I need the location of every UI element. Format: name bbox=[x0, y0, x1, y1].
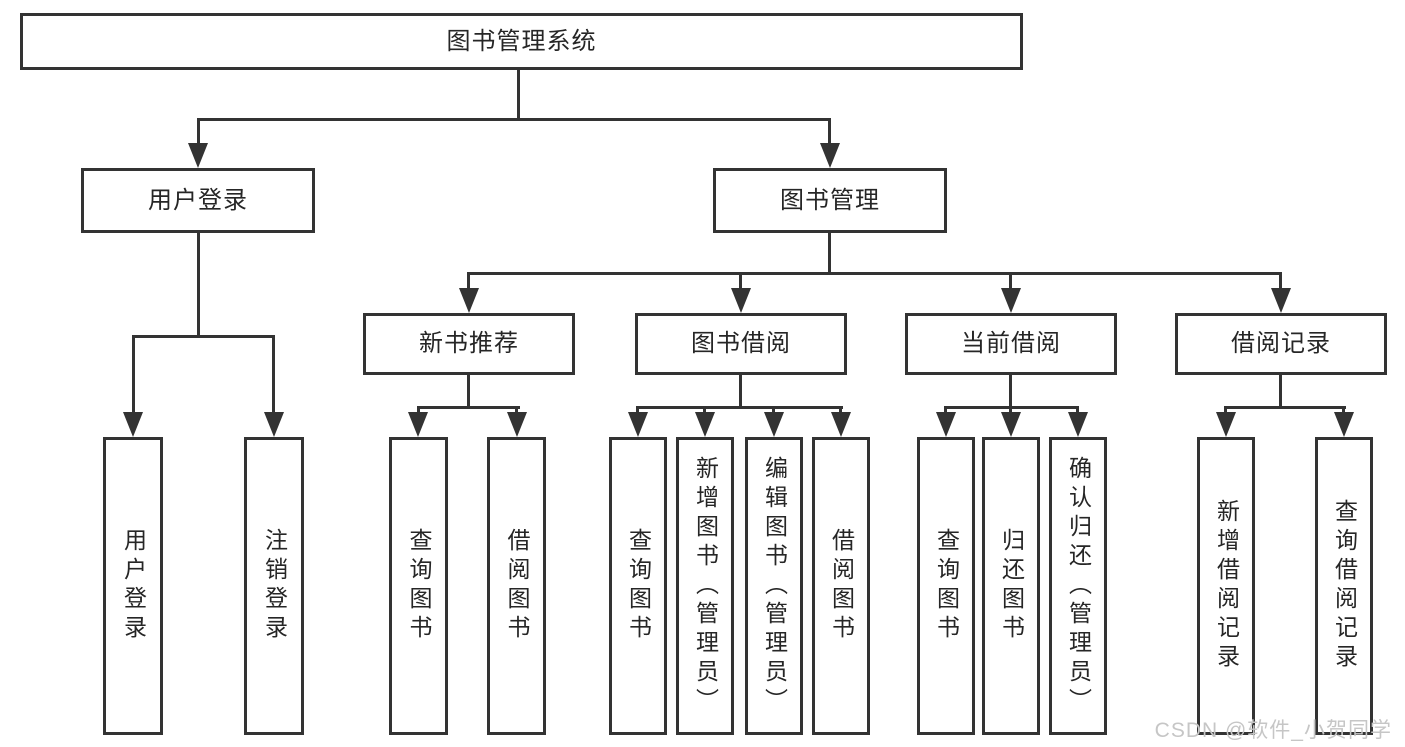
node-leaf-edit-book-admin: 编辑图书（管理员） bbox=[745, 437, 803, 735]
connector-drop-book-borrow bbox=[739, 272, 742, 290]
connector-book-borrow-stem2 bbox=[739, 375, 742, 408]
node-leaf-query-books-current: 查询图书 bbox=[917, 437, 975, 735]
arrow-down-icon bbox=[1001, 288, 1021, 313]
arrow-down-icon bbox=[507, 412, 527, 437]
node-book-management: 图书管理 bbox=[713, 168, 947, 233]
connector-drop bbox=[1342, 406, 1345, 416]
arrow-down-icon bbox=[1271, 288, 1291, 313]
node-current-borrow: 当前借阅 bbox=[905, 313, 1117, 375]
leaf-label: 注销登录 bbox=[261, 528, 288, 644]
leaf-label: 用户登录 bbox=[120, 528, 147, 644]
connector-drop bbox=[1224, 406, 1227, 416]
connector-drop bbox=[944, 406, 947, 416]
arrow-down-icon bbox=[1334, 412, 1354, 437]
arrow-down-icon bbox=[123, 412, 143, 437]
leaf-label: 查询借阅记录 bbox=[1331, 499, 1358, 673]
arrow-down-icon bbox=[764, 412, 784, 437]
arrow-down-icon bbox=[408, 412, 428, 437]
connector-drop-user-login bbox=[197, 118, 200, 146]
connector-recommend-hline bbox=[417, 406, 520, 409]
node-leaf-borrow-books: 借阅图书 bbox=[812, 437, 870, 735]
leaf-label: 确认归还（管理员） bbox=[1065, 455, 1092, 717]
node-current-borrow-label: 当前借阅 bbox=[961, 330, 1061, 357]
connector-book-management-hline bbox=[468, 272, 1282, 275]
leaf-label: 新增图书（管理员） bbox=[692, 455, 719, 717]
node-new-book-recommend-label: 新书推荐 bbox=[419, 330, 519, 357]
connector-drop bbox=[1009, 406, 1012, 416]
node-book-borrow-label: 图书借阅 bbox=[691, 330, 791, 357]
arrow-down-icon bbox=[731, 288, 751, 313]
connector-drop-current-borrow bbox=[1009, 272, 1012, 290]
arrow-down-icon bbox=[459, 288, 479, 313]
node-book-management-label: 图书管理 bbox=[780, 186, 880, 214]
connector-user-login-hline bbox=[132, 335, 275, 338]
node-leaf-query-books-borrow: 查询图书 bbox=[609, 437, 667, 735]
leaf-label: 新增借阅记录 bbox=[1213, 499, 1240, 673]
arrow-down-icon bbox=[936, 412, 956, 437]
arrow-down-icon bbox=[188, 143, 208, 168]
connector-root-hline bbox=[197, 118, 831, 121]
arrow-down-icon bbox=[1068, 412, 1088, 437]
connector-root-stem bbox=[517, 70, 520, 118]
leaf-label: 查询图书 bbox=[406, 528, 432, 644]
node-leaf-user-login: 用户登录 bbox=[103, 437, 163, 735]
connector-book-borrow-hline bbox=[636, 406, 843, 409]
arrow-down-icon bbox=[831, 412, 851, 437]
node-root-label: 图书管理系统 bbox=[446, 27, 597, 55]
node-book-borrow: 图书借阅 bbox=[635, 313, 847, 375]
leaf-label: 查询图书 bbox=[933, 528, 960, 644]
node-leaf-borrow-books-recommend: 借阅图书 bbox=[487, 437, 546, 735]
leaf-label: 借阅图书 bbox=[504, 528, 530, 644]
node-root: 图书管理系统 bbox=[20, 13, 1023, 70]
connector-recommend-stem bbox=[467, 375, 470, 408]
leaf-label: 借阅图书 bbox=[828, 528, 855, 644]
connector-drop bbox=[417, 406, 420, 416]
node-borrow-records: 借阅记录 bbox=[1175, 313, 1387, 375]
node-leaf-confirm-return-admin: 确认归还（管理员） bbox=[1049, 437, 1107, 735]
arrow-down-icon bbox=[264, 412, 284, 437]
node-leaf-add-book-admin: 新增图书（管理员） bbox=[676, 437, 734, 735]
connector-drop bbox=[839, 406, 842, 416]
connector-user-login-stem bbox=[197, 233, 200, 337]
leaf-label: 归还图书 bbox=[998, 528, 1025, 644]
arrow-down-icon bbox=[1001, 412, 1021, 437]
connector-borrow-records-stem2 bbox=[1279, 375, 1282, 408]
node-user-login: 用户登录 bbox=[81, 168, 315, 233]
connector-drop-new-book bbox=[467, 272, 470, 290]
node-leaf-query-borrow-record: 查询借阅记录 bbox=[1315, 437, 1373, 735]
node-borrow-records-label: 借阅记录 bbox=[1231, 330, 1331, 357]
connector-drop-book-management bbox=[828, 118, 831, 146]
arrow-down-icon bbox=[628, 412, 648, 437]
connector-drop bbox=[703, 406, 706, 416]
leaf-label: 编辑图书（管理员） bbox=[761, 455, 788, 717]
connector-drop bbox=[636, 406, 639, 416]
node-new-book-recommend: 新书推荐 bbox=[363, 313, 575, 375]
connector-drop-logout-leaf bbox=[272, 335, 275, 415]
node-leaf-logout: 注销登录 bbox=[244, 437, 304, 735]
arrow-down-icon bbox=[820, 143, 840, 168]
connector-borrow-records-hline bbox=[1224, 406, 1346, 409]
leaf-label: 查询图书 bbox=[625, 528, 652, 644]
node-user-login-label: 用户登录 bbox=[148, 186, 248, 214]
node-leaf-return-book: 归还图书 bbox=[982, 437, 1040, 735]
connector-drop-borrow-records bbox=[1279, 272, 1282, 290]
connector-drop bbox=[515, 406, 518, 416]
arrow-down-icon bbox=[1216, 412, 1236, 437]
connector-current-borrow-stem2 bbox=[1009, 375, 1012, 408]
connector-book-management-stem bbox=[828, 233, 831, 275]
node-leaf-query-books-recommend: 查询图书 bbox=[389, 437, 448, 735]
connector-drop bbox=[772, 406, 775, 416]
arrow-down-icon bbox=[695, 412, 715, 437]
connector-drop bbox=[1076, 406, 1079, 416]
node-leaf-add-borrow-record: 新增借阅记录 bbox=[1197, 437, 1255, 735]
csdn-watermark: CSDN @软件_小贺同学 bbox=[1154, 719, 1392, 742]
connector-drop-login-leaf bbox=[132, 335, 135, 415]
